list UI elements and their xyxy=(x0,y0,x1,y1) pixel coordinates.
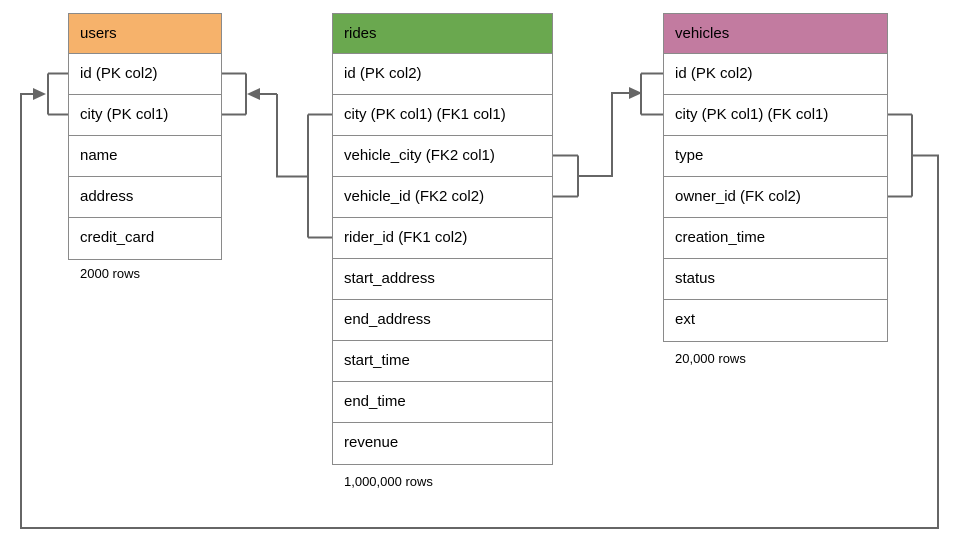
fk-connector-rides-to-users xyxy=(222,72,332,239)
table-header-vehicles: vehicles xyxy=(664,14,887,54)
column-row: city (PK col1) (FK col1) xyxy=(664,95,887,136)
column-row: name xyxy=(69,136,221,177)
column-row: vehicle_city (FK2 col1) xyxy=(333,136,552,177)
column-row: revenue xyxy=(333,423,552,464)
column-row: end_address xyxy=(333,300,552,341)
row-count-vehicles: 20,000 rows xyxy=(675,351,746,366)
column-row: type xyxy=(664,136,887,177)
table-vehicles: vehicles id (PK col2) city (PK col1) (FK… xyxy=(663,13,888,342)
column-row: id (PK col2) xyxy=(333,54,552,95)
row-count-users: 2000 rows xyxy=(80,266,140,281)
column-row: vehicle_id (FK2 col2) xyxy=(333,177,552,218)
column-row: city (PK col1) xyxy=(69,95,221,136)
column-row: creation_time xyxy=(664,218,887,259)
table-users: users id (PK col2) city (PK col1) name a… xyxy=(68,13,222,260)
table-header-users: users xyxy=(69,14,221,54)
arrowhead-to-vehicles-left xyxy=(629,87,642,99)
column-row: status xyxy=(664,259,887,300)
column-row: id (PK col2) xyxy=(69,54,221,95)
table-rides: rides id (PK col2) city (PK col1) (FK1 c… xyxy=(332,13,553,465)
row-count-rides: 1,000,000 rows xyxy=(344,474,433,489)
arrowhead-to-users-right xyxy=(247,88,260,100)
column-row: start_time xyxy=(333,341,552,382)
column-row: owner_id (FK col2) xyxy=(664,177,887,218)
column-row: end_time xyxy=(333,382,552,423)
column-row: ext xyxy=(664,300,887,341)
column-row: address xyxy=(69,177,221,218)
column-row: rider_id (FK1 col2) xyxy=(333,218,552,259)
fk-connector-rides-to-vehicles xyxy=(553,72,663,198)
arrowhead-to-users-left xyxy=(33,88,46,100)
table-header-rides: rides xyxy=(333,14,552,54)
column-row: start_address xyxy=(333,259,552,300)
column-row: city (PK col1) (FK1 col1) xyxy=(333,95,552,136)
column-row: credit_card xyxy=(69,218,221,259)
column-row: id (PK col2) xyxy=(664,54,887,95)
